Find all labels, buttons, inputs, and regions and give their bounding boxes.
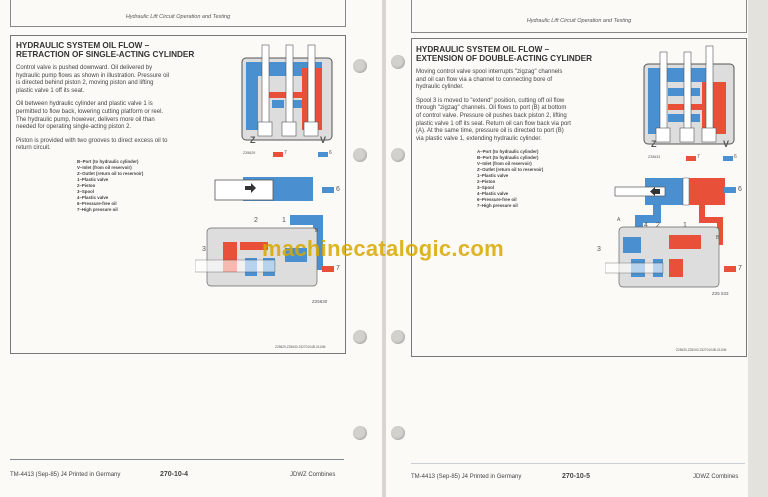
legend-item: Z–Outlet (return oil to reservoir) — [77, 170, 144, 176]
title-line: RETRACTION OF SINGLE-ACTING CYLINDER — [16, 50, 195, 59]
label-v: V — [320, 135, 327, 145]
footer-product: JDWZ Combines — [290, 472, 336, 478]
legend: B–Port (to hydraulic cylinder) V–Inlet (… — [77, 159, 171, 213]
legend-item: 2–Piston — [77, 182, 96, 188]
callout-3: 3 — [597, 246, 601, 253]
legend-item: A–Port (to hydraulic cylinder) — [477, 149, 539, 155]
port-b-label: B — [315, 228, 319, 234]
legend-item: 6–Pressure-free oil — [77, 200, 117, 206]
label-v: V — [723, 139, 730, 149]
page-header: Hydraulic Lift Circuit Operation and Tes… — [10, 0, 346, 27]
swatch-label: 6 — [738, 186, 742, 193]
callout-1: 1 — [282, 217, 286, 224]
legend: A–Port (to hydraulic cylinder) B–Port (t… — [477, 149, 571, 209]
legend-item: 7–High pressure oil — [477, 203, 518, 209]
label-z: Z — [651, 139, 657, 149]
callout-1: 1 — [683, 222, 687, 229]
legend-item: 6–Pressure-free oil — [477, 197, 517, 203]
label-z: Z — [250, 135, 256, 145]
cylinder-valve-diagram — [195, 177, 323, 287]
control-valve-diagram — [241, 44, 333, 141]
legend-item: Z–Outlet (return oil to reservoir) — [477, 167, 544, 173]
footer-publication: TM-4413 (Sep-85) J4 Printed in Germany — [411, 474, 522, 480]
binder-hole — [353, 148, 367, 162]
high-pressure-swatch — [322, 266, 334, 272]
swatch-label: 6 — [336, 186, 340, 193]
content-frame — [10, 35, 346, 354]
callout-4: 4 — [644, 222, 648, 229]
legend-item: 1–Plastic valve — [477, 173, 509, 179]
pressure-free-swatch — [724, 187, 736, 193]
legend-item: 7–High pressure oil — [77, 206, 118, 212]
port-b-label: B — [716, 235, 720, 241]
page-header: Hydraulic Lift Circuit Operation and Tes… — [411, 0, 747, 33]
legend-item: 3–Spool — [477, 185, 495, 191]
page-number: 270-10-5 — [562, 473, 591, 480]
binder-hole — [391, 148, 405, 162]
paragraph: Moving control valve spool interrupts "z… — [416, 69, 563, 91]
high-pressure-swatch — [686, 156, 696, 161]
content-frame — [411, 38, 747, 357]
page-edge — [748, 0, 768, 497]
binder-hole — [391, 330, 405, 344]
title-line: HYDRAULIC SYSTEM OIL FLOW – — [16, 41, 150, 50]
page-number: 270-10-4 — [160, 471, 189, 478]
binder-hole — [353, 330, 367, 344]
footer-publication: TM-4413 (Sep-85) J4 Printed in Germany — [10, 472, 121, 478]
binder-hole — [391, 426, 405, 440]
watermark: machinecatalogic.com — [262, 236, 504, 261]
callout-2: 2 — [254, 217, 258, 224]
legend-item: 2–Piston — [477, 179, 496, 185]
figure-code: Z25630 — [312, 299, 328, 304]
control-valve-diagram — [643, 45, 735, 145]
callout-2: 2 — [656, 222, 660, 229]
callout-3: 3 — [202, 246, 206, 253]
title-line: EXTENSION OF DOUBLE-ACTING CYLINDER — [416, 54, 593, 63]
binder-hole — [353, 426, 367, 440]
legend-item: 3–Spool — [77, 188, 95, 194]
port-a-label: A — [617, 217, 621, 223]
legend-item: B–Port (to hydraulic cylinder) — [77, 158, 139, 164]
footer-rule — [10, 459, 344, 460]
swatch-label: 7 — [697, 154, 700, 160]
cylinder-valve-diagram — [605, 177, 725, 288]
legend-item: B–Port (to hydraulic cylinder) — [477, 155, 539, 161]
swatch-label: 6 — [329, 150, 332, 156]
legend-item: 4–Plastic valve — [77, 194, 109, 200]
paragraph: Spool 3 is moved to "extend" position, c… — [416, 97, 571, 142]
high-pressure-swatch — [724, 266, 736, 272]
spine — [382, 0, 386, 497]
pressure-free-swatch — [723, 156, 733, 161]
swatch-label: 7 — [284, 150, 287, 156]
reference-code: Z25629,Z25630-23270104B-0110M — [275, 345, 326, 349]
page-title: HYDRAULIC SYSTEM OIL FLOW –RETRACTION OF… — [16, 41, 195, 59]
reference-code: Z25630,Z25000-23270104B-0110M — [676, 348, 727, 352]
pressure-free-swatch — [322, 187, 334, 193]
legend-item: V–Inlet (from oil reservoir) — [77, 164, 132, 170]
binder-hole — [353, 59, 367, 73]
page-title: HYDRAULIC SYSTEM OIL FLOW –EXTENSION OF … — [416, 45, 593, 63]
paragraph: Oil between hydraulic cylinder and plast… — [16, 101, 164, 131]
title-line: HYDRAULIC SYSTEM OIL FLOW – — [416, 45, 550, 54]
text-column: HYDRAULIC SYSTEM OIL FLOW –RETRACTION OF… — [16, 41, 195, 213]
legend-item: 4–Plastic valve — [477, 191, 509, 197]
high-pressure-swatch — [273, 152, 283, 157]
legend-item: 1–Plastic valve — [77, 176, 109, 182]
legend-item: V–Inlet (from oil reservoir) — [477, 161, 532, 167]
paragraph: Control valve is pushed downward. Oil de… — [16, 65, 170, 94]
text-column: HYDRAULIC SYSTEM OIL FLOW –EXTENSION OF … — [416, 45, 593, 209]
figure-code: Z35629 — [243, 151, 256, 155]
swatch-label: 6 — [734, 154, 737, 160]
pressure-free-swatch — [318, 152, 328, 157]
binder-hole — [391, 55, 405, 69]
figure-code: Z25 533 — [712, 291, 729, 296]
figure-code: Z35633 — [648, 155, 661, 159]
swatch-label: 7 — [336, 265, 340, 272]
footer-product: JDWZ Combines — [693, 474, 739, 480]
swatch-label: 7 — [738, 265, 742, 272]
footer-rule — [411, 463, 745, 464]
paragraph: Piston is provided with two grooves to d… — [16, 137, 168, 152]
